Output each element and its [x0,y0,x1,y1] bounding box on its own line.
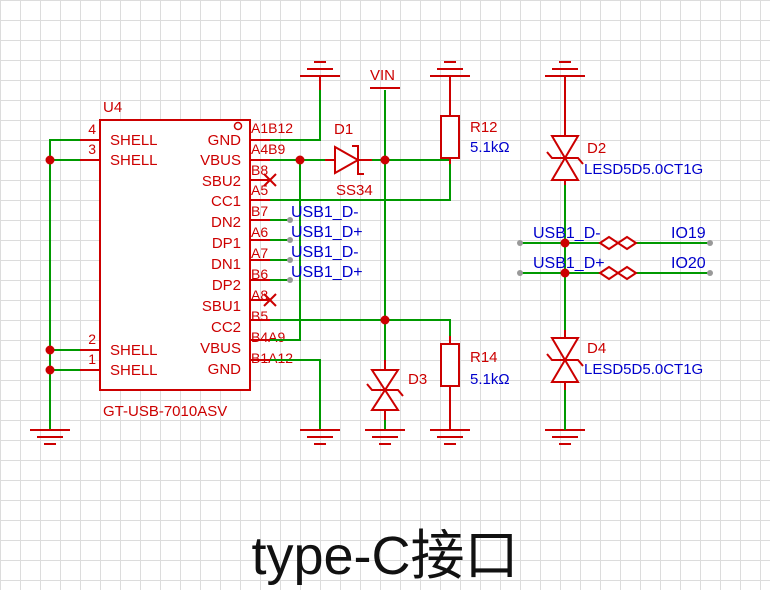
junction-dot [295,155,305,165]
gnd-symbol [545,61,585,116]
pin-name-right: GND [208,361,242,378]
pin-num-right: A1B12 [251,120,293,136]
pin-num-left: 1 [88,351,96,367]
ic-body [99,119,251,391]
wires-shell [45,139,80,430]
schematic-title: type-C接口 [251,526,519,586]
pin-num-right: A8 [251,287,268,303]
pin-name-right: DP1 [212,235,241,252]
pin-name-right: DP2 [212,277,241,294]
pin-num-right: B4A9 [251,329,285,345]
pin-num-right: B1A12 [251,350,293,366]
net-label: USB1_D+ [533,255,605,272]
pin-name-right: SBU1 [202,298,241,315]
usb-c-connector-u4: U4 GT-USB-7010ASV 4 3 2 1 SHELL SHELL SH… [80,99,293,420]
vin-power-flag: VIN [370,67,400,89]
port-label: IO20 [671,255,706,272]
pin-num-left: 4 [88,121,96,137]
pin-num-right: A6 [251,224,268,240]
r12-value: 5.1kΩ [470,139,510,156]
gnd-symbol [30,429,70,445]
ic-refdes: U4 [103,99,122,116]
junction-dot [45,365,55,375]
junction-dot [45,155,55,165]
net-label: USB1_D- [291,204,359,221]
d4-ref: D4 [587,340,606,357]
junction-dot [560,238,570,248]
port-marker [598,235,620,251]
pin-num-left: 3 [88,141,96,157]
r14-ref: R14 [470,349,498,366]
ic-value: GT-USB-7010ASV [103,403,227,420]
vin-label: VIN [370,67,395,84]
r14-value: 5.1kΩ [470,371,510,388]
gnd-symbol [365,429,405,445]
no-connect-mark-sbu1 [263,293,277,307]
net-label: USB1_D+ [291,224,363,241]
pin-name-left: SHELL [110,152,158,169]
d1-ref: D1 [334,121,353,138]
ground-symbols [30,61,585,445]
pin-num-right: A4B9 [251,141,285,157]
junction-dot [380,315,390,325]
tvs-diode-d3: D3 [366,360,427,420]
d1-value: SS34 [336,182,373,199]
port-label: IO19 [671,225,706,242]
resistor-r12: R12 5.1kΩ [440,110,510,164]
pin-name-left: SHELL [110,132,158,149]
junction-dot [45,345,55,355]
gnd-symbol [430,429,470,445]
pin-name-right: VBUS [200,340,241,357]
d3-ref: D3 [408,371,427,388]
wires-esd: USB1_D- USB1_D+ IO19 IO20 [517,180,713,430]
gnd-symbol [300,429,340,445]
pin-num-right: B6 [251,266,268,282]
net-label: USB1_D- [533,225,601,242]
port-marker [616,265,638,281]
gnd-symbol [430,61,470,116]
junction-dot [560,268,570,278]
pin-name-left: SHELL [110,342,158,359]
pin-num-left: 2 [88,331,96,347]
tvs-diode-d2: D2 LESD5D5.0CT1G [546,116,703,185]
pin-name-right: DN1 [211,256,241,273]
pin-name-left: SHELL [110,362,158,379]
r12-ref: R12 [470,119,498,136]
pin-name-right: CC1 [211,193,241,210]
port-marker [616,235,638,251]
pin-num-right: A7 [251,245,268,261]
d2-ref: D2 [587,140,606,157]
net-labels-left: USB1_D- USB1_D+ USB1_D- USB1_D+ [291,204,363,281]
gnd-symbol [545,429,585,445]
pin-name-right: DN2 [211,214,241,231]
pin-name-right: GND [208,132,242,149]
d4-value: LESD5D5.0CT1G [584,361,703,378]
pin-num-right: B7 [251,203,268,219]
pin-name-right: VBUS [200,152,241,169]
pin-name-right: CC2 [211,319,241,336]
wires-main [270,90,451,430]
tvs-diode-d4: D4 LESD5D5.0CT1G [546,330,703,390]
resistor-r14: R14 5.1kΩ [440,336,510,430]
pin-num-right: B5 [251,308,268,324]
junction-dot [380,155,390,165]
pin-name-right: SBU2 [202,173,241,190]
no-connect-mark-sbu2 [263,173,277,187]
d2-value: LESD5D5.0CT1G [584,161,703,178]
pin1-marker [233,121,243,131]
gnd-symbol [300,61,340,90]
net-label: USB1_D- [291,244,359,261]
diode-d1: D1 SS34 [325,121,373,199]
net-label: USB1_D+ [291,264,363,281]
